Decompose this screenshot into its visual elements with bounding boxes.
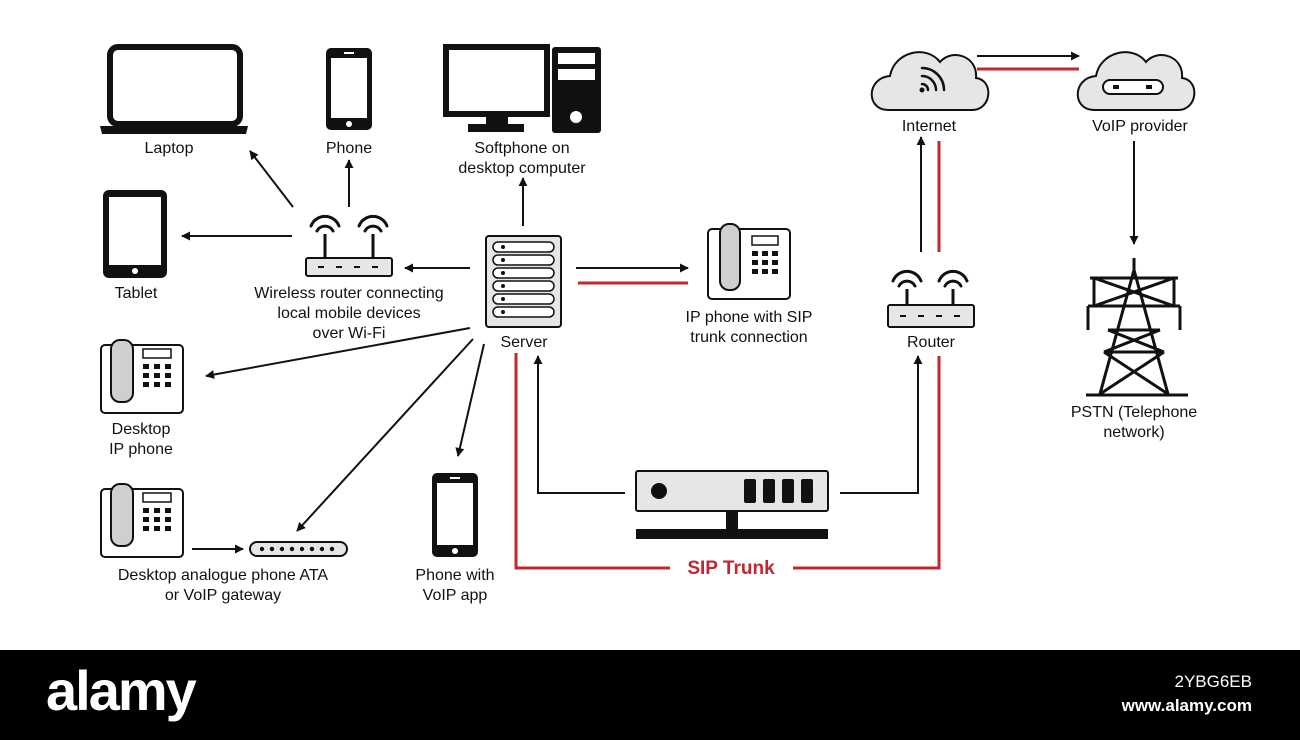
voip-app-label-line1: Phone with [415, 567, 494, 584]
laptop-label: Laptop [145, 140, 194, 157]
cloud-wifi-icon [870, 51, 990, 111]
smartphone-icon [432, 473, 478, 557]
tablet-icon [103, 190, 167, 278]
connections [181, 51, 1139, 554]
wireless-router-label-line1: Wireless router connecting [254, 285, 443, 302]
cloud-device-icon [1076, 51, 1196, 111]
sip-trunk-path [514, 353, 670, 570]
arrow-server-to-desktop-ip-phone [205, 327, 471, 379]
site-url: www.alamy.com [1121, 696, 1252, 715]
network-diagram: SIP Trunk Laptop Phone Softphone on desk… [100, 44, 1197, 604]
desktop-ip-phone-label-line1: Desktop [112, 421, 171, 438]
watermark-footer: alamy 2YBG6EB www.alamy.com [0, 650, 1300, 740]
router-label: Router [907, 334, 956, 351]
brand-logo: alamy [46, 659, 197, 722]
wireless-router-label-line2: local mobile devices [277, 305, 420, 322]
pstn-label-line1: PSTN (Telephone [1071, 404, 1197, 421]
ata-label-line2: or VoIP gateway [165, 587, 281, 604]
network-switch-icon [635, 470, 829, 539]
router-icon [887, 269, 975, 328]
ip-phone-label-line2: trunk connection [690, 329, 807, 346]
laptop-icon [100, 44, 248, 134]
server-label: Server [500, 334, 548, 351]
voip-app-label-line2: VoIP app [423, 587, 488, 604]
desktop-computer-icon [443, 44, 601, 133]
voip-provider-label: VoIP provider [1092, 118, 1188, 135]
ip-phone-label-line1: IP phone with SIP [686, 309, 813, 326]
arrow-router-to-laptop [249, 150, 294, 208]
pstn-label-line2: network) [1103, 424, 1164, 441]
softphone-label-line1: Softphone on [474, 140, 569, 157]
transmission-tower-icon [1086, 258, 1188, 397]
arrow-server-to-voip-app [455, 343, 485, 457]
sip-trunk-lines [514, 67, 1079, 570]
arrow-gateway-to-router [840, 355, 923, 494]
ata-device-icon [249, 541, 348, 557]
desk-phone-icon [100, 483, 184, 558]
desktop-ip-phone-label-line2: IP phone [109, 441, 173, 458]
image-id: 2YBG6EB [1174, 672, 1253, 691]
phone-label: Phone [326, 140, 372, 157]
desk-phone-icon [100, 339, 184, 414]
tablet-label: Tablet [115, 285, 158, 302]
wireless-router-icon [305, 214, 393, 277]
arrow-server-to-ata [296, 338, 474, 532]
desk-phone-icon [707, 223, 791, 300]
sip-trunk-label: SIP Trunk [687, 558, 775, 579]
arrow-gateway-to-server [533, 355, 625, 494]
smartphone-icon [326, 48, 372, 130]
softphone-label-line2: desktop computer [458, 160, 586, 177]
wireless-router-label-line3: over Wi-Fi [313, 325, 386, 342]
internet-label: Internet [902, 118, 957, 135]
sip-trunk-path-right [793, 356, 941, 570]
server-icon [485, 235, 562, 328]
ata-label-line1: Desktop analogue phone ATA [118, 567, 329, 584]
